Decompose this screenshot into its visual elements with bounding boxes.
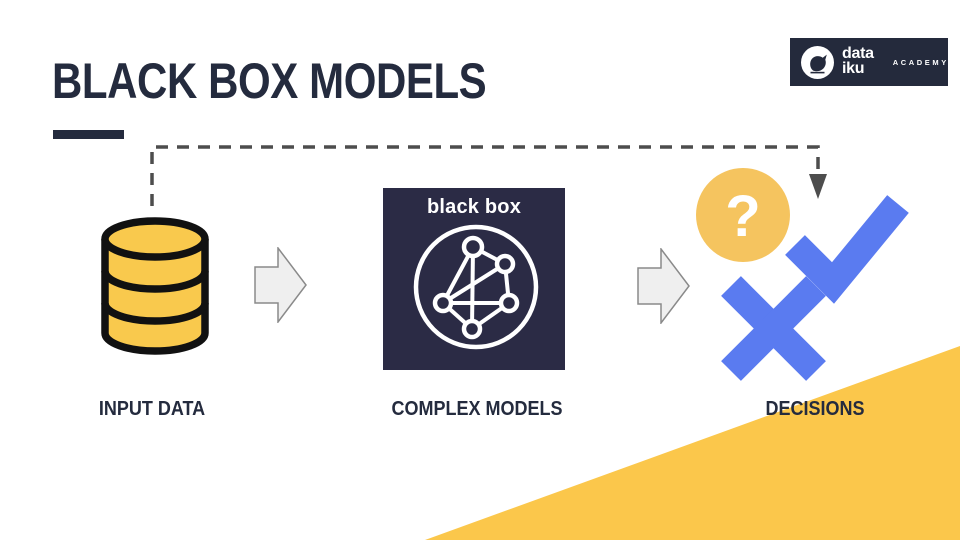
connector-arrowhead-icon <box>809 174 827 199</box>
flow-arrow-icon <box>254 247 307 323</box>
step-label-decisions: DECISIONS <box>765 398 865 420</box>
brand-top: data <box>842 45 874 63</box>
question-circle-icon <box>696 168 790 262</box>
step-label-input-data: INPUT DATA <box>98 398 206 420</box>
database-icon <box>101 217 209 355</box>
dataiku-bird-icon <box>810 54 827 73</box>
logo-circle <box>801 45 834 79</box>
step-label-complex-models: COMPLEX MODELS <box>391 398 563 420</box>
black-box-label: black box <box>426 196 522 218</box>
black-box: black box <box>383 188 565 370</box>
decisions-group: ? <box>696 168 909 381</box>
academy-label: ACADEMY <box>892 57 949 67</box>
brand-name: data iku <box>842 45 874 77</box>
title-underline <box>53 130 124 139</box>
brand-bottom: iku <box>842 60 865 77</box>
network-graph-icon <box>413 224 539 350</box>
cross-icon <box>721 276 826 381</box>
slide-title: BLACK BOX MODELS <box>52 53 487 109</box>
question-mark: ? <box>725 184 760 249</box>
checkmark-icon <box>785 195 909 304</box>
dataiku-academy-logo: data iku ACADEMY <box>790 38 948 86</box>
flow-arrow-icon <box>637 248 690 324</box>
